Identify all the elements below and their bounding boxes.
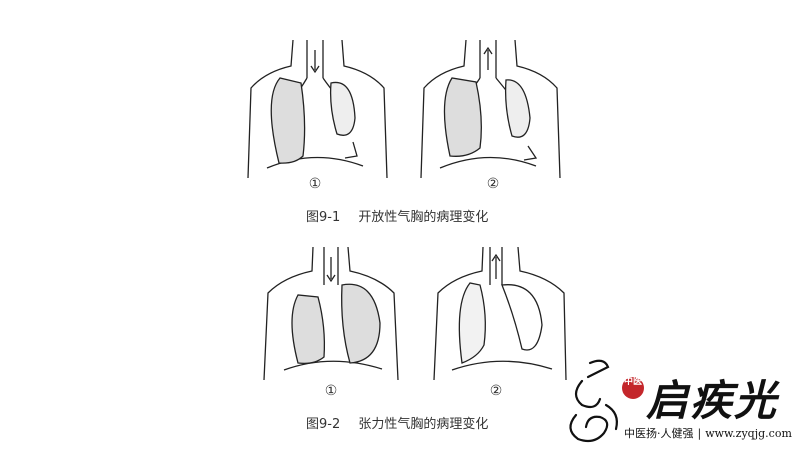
figure-9-2-panel-2-label: ② bbox=[489, 383, 503, 399]
figure-9-2-panel-2-lung-diagram bbox=[418, 245, 568, 385]
calligraphy-emblem-icon bbox=[569, 359, 618, 443]
logo-badge: 中医 bbox=[622, 377, 644, 399]
figure-9-2-caption-id: 图9-2 bbox=[306, 417, 341, 432]
logo-tagline: 中医扬·人健强|www.zyqjg.com bbox=[624, 425, 792, 441]
figure-9-2-caption-text: 张力性气胸的病理变化 bbox=[358, 417, 489, 432]
logo-divider: | bbox=[697, 427, 702, 440]
logo-site-url: www.zyqjg.com bbox=[705, 427, 792, 440]
figure-9-1-panel-1-lung-diagram bbox=[245, 38, 395, 183]
figure-9-2-panel-1-label: ① bbox=[324, 383, 338, 399]
figure-9-1-panel-1-label: ① bbox=[308, 176, 322, 192]
logo-brand-text: 启疾光 bbox=[646, 376, 779, 425]
figure-9-1-caption-id: 图9-1 bbox=[306, 210, 341, 225]
figure-9-1-panel-2-lung-diagram bbox=[418, 38, 568, 183]
figure-9-2-panel-1-lung-diagram bbox=[258, 245, 408, 385]
figure-9-1-panel-2-label: ② bbox=[486, 176, 500, 192]
logo-tagline-text: 中医扬·人健强 bbox=[624, 427, 694, 440]
figure-9-2-caption: 图9-2 张力性气胸的病理变化 bbox=[306, 413, 488, 432]
watermark-logo: 中医 启疾光 中医扬·人健强|www.zyqjg.com bbox=[560, 355, 808, 450]
figure-9-1-caption-text: 开放性气胸的病理变化 bbox=[358, 210, 489, 225]
figure-9-1-caption: 图9-1 开放性气胸的病理变化 bbox=[306, 206, 488, 225]
